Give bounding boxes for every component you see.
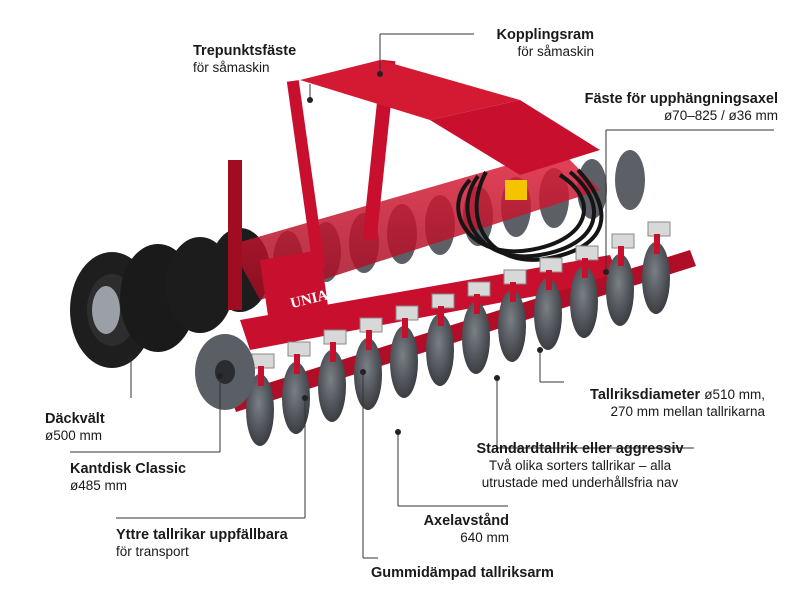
label-trepunktsfaste: Trepunktsfäste för såmaskin — [193, 43, 297, 76]
label-faste-upphangning: Fäste för upphängningsaxel ø70–825 / ø36… — [584, 91, 778, 124]
label-tallriksdiameter: Tallriksdiameter ø510 mm, 270 mm mellan … — [590, 387, 765, 420]
front-disc — [390, 305, 419, 398]
label-kantdisk: Kantdisk Classic ø485 mm — [70, 461, 187, 494]
front-disc — [570, 245, 599, 338]
tyre-packer-roller — [70, 228, 270, 368]
front-disc — [246, 353, 275, 446]
leader-dot — [307, 97, 313, 103]
front-disc — [498, 269, 527, 362]
rear-disc — [615, 150, 645, 210]
label-gummidampad: Gummidämpad tallriksarm — [371, 565, 554, 581]
label-yttre-tallrikar: Yttre tallrikar uppfällbara för transpor… — [116, 527, 288, 560]
edge-disc-classic — [195, 334, 255, 410]
warning-sticker — [505, 180, 527, 200]
front-disc — [426, 293, 455, 386]
label-standardtallrik: Standardtallrik eller aggressiv Två olik… — [476, 441, 684, 490]
front-disc — [318, 329, 347, 422]
label-kopplingsram: Kopplingsram för såmaskin — [496, 27, 594, 60]
front-disc — [642, 221, 671, 314]
front-disc — [354, 317, 383, 410]
label-dackvalt: Däckvält ø500 mm — [45, 411, 105, 444]
front-disc — [534, 257, 563, 350]
front-disc — [462, 281, 491, 374]
front-disc — [606, 233, 635, 326]
front-disc — [282, 341, 311, 434]
label-axelavstand: Axelavstånd 640 mm — [423, 513, 509, 546]
front-disc-row — [246, 221, 671, 446]
